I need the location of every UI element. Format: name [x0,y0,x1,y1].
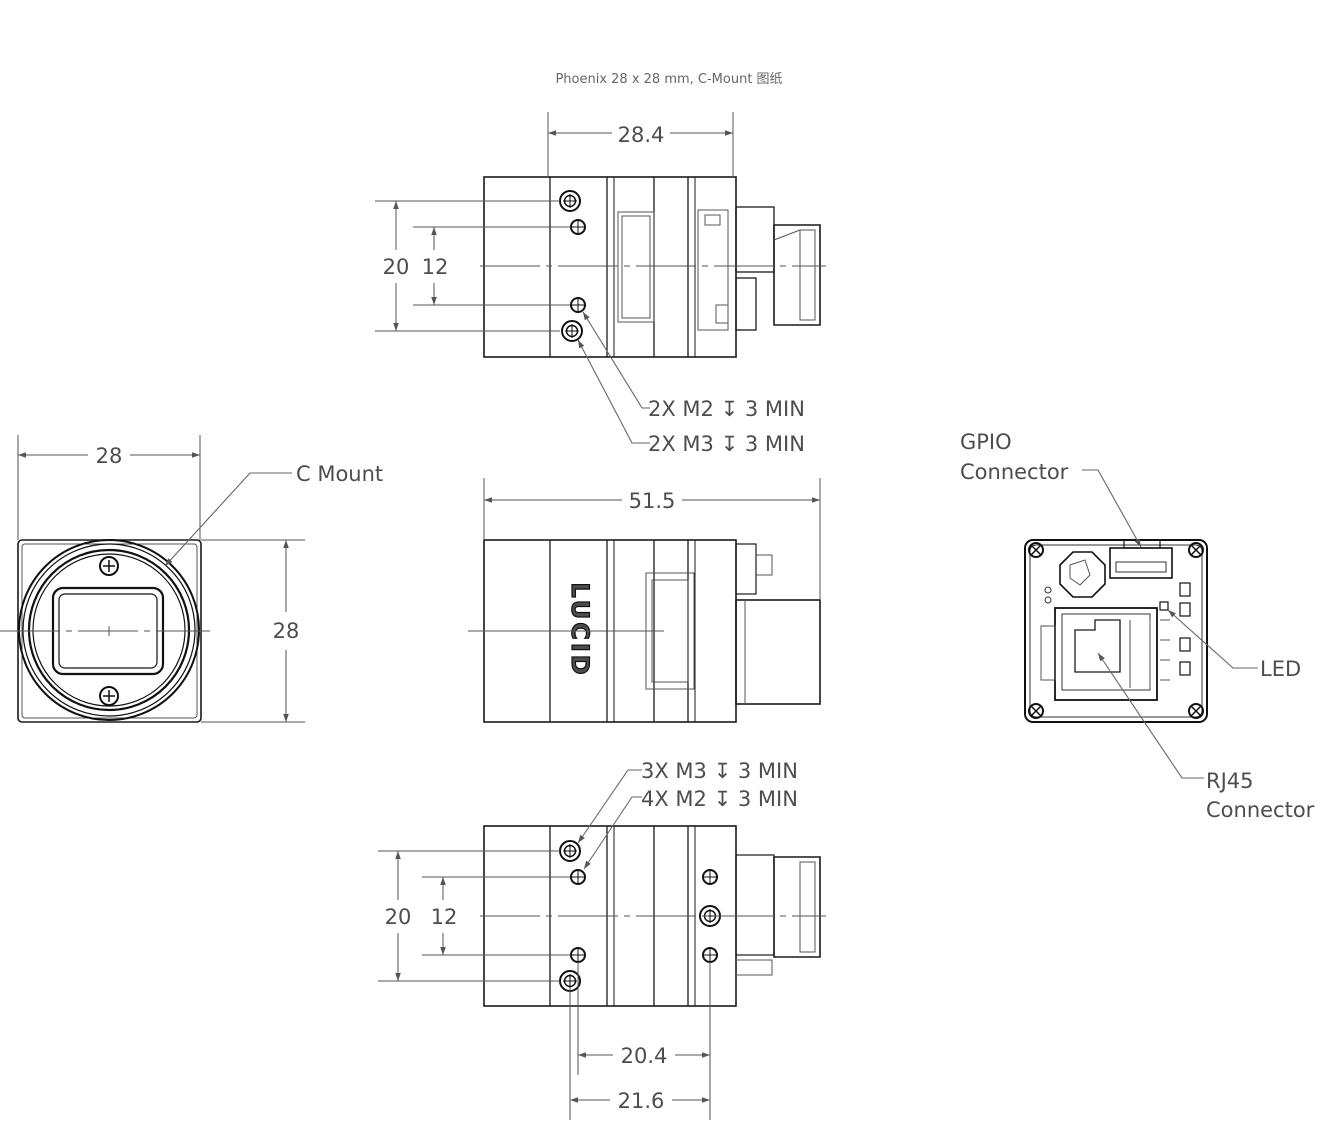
bottom-view: 20 12 20.4 21.6 3X M3 ↧ 3 MIN 4X M2 ↧ 3 … [378,759,826,1120]
hole-m2-top [570,219,586,235]
callout-bottom-m2: 4X M2 ↧ 3 MIN [641,787,798,811]
dim-front-width: 28 [96,444,123,468]
hole-m3-bottom [561,320,583,342]
callout-rj45-line2: Connector [1206,798,1315,822]
callout-top-m3: 2X M3 ↧ 3 MIN [648,432,805,456]
rear-screw-tr [1188,542,1204,558]
callout-led: LED [1260,657,1301,681]
bottom-hole-2 [570,869,586,885]
callout-rj45-line1: RJ45 [1206,769,1254,793]
dim-bottom-spacing-inner: 20.4 [621,1044,668,1068]
bottom-hole-3 [570,947,586,963]
dim-bottom-spacing-outer: 21.6 [618,1089,665,1113]
callout-top-m2: 2X M2 ↧ 3 MIN [648,397,805,421]
dim-top-inner-height: 12 [422,255,449,279]
lucid-logo: LUCID [565,582,594,679]
rear-screw-tl [1028,542,1044,558]
callout-gpio-line2: Connector [960,460,1069,484]
front-screw-bottom [99,686,119,706]
bottom-hole-7 [702,947,718,963]
front-view: 28 28 C Mount [0,435,383,723]
hole-m2-bottom [570,297,586,313]
dim-side-length: 51.5 [629,489,676,513]
side-view: LUCID 51.5 [468,478,821,723]
bottom-hole-1 [559,840,581,862]
front-screw-top [99,556,119,576]
bottom-hole-5 [702,869,718,885]
callout-bottom-m3: 3X M3 ↧ 3 MIN [641,759,798,783]
callout-gpio-line1: GPIO [960,430,1012,454]
dim-front-height: 28 [273,619,300,643]
rear-view: GPIO Connector LED RJ45 Connector [960,430,1315,822]
callout-c-mount: C Mount [296,462,383,486]
dim-top-outer-height: 20 [383,255,410,279]
rear-screw-br [1188,703,1204,719]
dim-bottom-inner-height: 12 [431,905,458,929]
dim-bottom-outer-height: 20 [385,905,412,929]
rear-screw-bl [1028,703,1044,719]
top-view: 28.4 20 12 2X M2 ↧ 3 MIN 2X M3 ↧ 3 MIN [375,112,826,456]
dim-top-width: 28.4 [618,123,665,147]
svg-text:LUCID: LUCID [566,582,594,677]
hole-m3-top [559,190,581,212]
drawing-title: Phoenix 28 x 28 mm, C-Mount 图纸 [555,72,783,87]
